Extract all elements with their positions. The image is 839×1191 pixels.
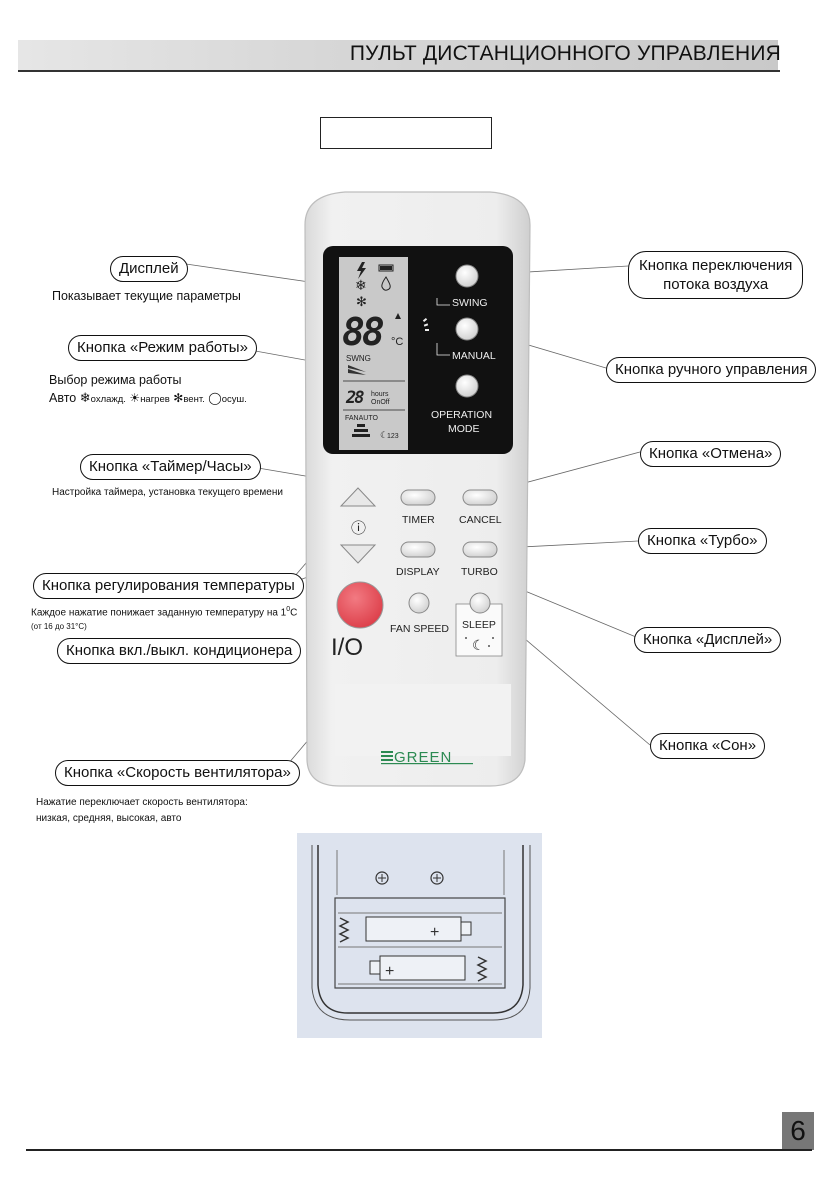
- callout-turbo: Кнопка «Турбо»: [638, 528, 767, 554]
- sleep-star-dots: [465, 637, 494, 647]
- mode-heat-text: нагрев: [140, 394, 170, 405]
- lcd-temp-unit: °C: [391, 336, 403, 348]
- battery-icon: [378, 264, 394, 272]
- temp-desc-unit: С: [290, 607, 298, 619]
- heat-icon: ☀: [129, 391, 141, 405]
- lightning-icon: [357, 262, 366, 279]
- header-band: [18, 40, 778, 70]
- lcd-fanauto-label: FANAUTO: [345, 415, 378, 422]
- mode-button: [455, 374, 479, 398]
- brand-logo: [381, 751, 473, 765]
- power-button-label: I/O: [331, 634, 363, 661]
- sleep-moon-icon: ☾: [472, 637, 485, 653]
- callout-manual: Кнопка ручного управления: [606, 357, 817, 383]
- info-icon: ⓘ: [351, 520, 366, 537]
- callout-fan-speed-desc-2: низкая, средняя, высокая, авто: [36, 813, 182, 824]
- callout-display: Дисплей: [110, 256, 188, 282]
- temp-desc-degree: 0: [286, 606, 291, 613]
- swing-flap-icon: [348, 365, 366, 375]
- timer-button-label: TIMER: [402, 514, 435, 526]
- sleep-button-label: SLEEP: [462, 619, 496, 631]
- screw-icon: [375, 871, 389, 885]
- mode-cool-text: охлажд.: [90, 394, 126, 405]
- display-button-label: DISPLAY: [396, 566, 440, 578]
- callout-temperature-desc: Каждое нажатие понижает заданную темпера…: [31, 606, 297, 618]
- mode-fan-text: вент.: [183, 394, 205, 405]
- temp-up-button: [339, 487, 377, 507]
- callout-timer-desc: Настройка таймера, установка текущего вр…: [52, 487, 283, 498]
- page-number: 6: [782, 1112, 814, 1150]
- manual-button-label: MANUAL: [452, 350, 496, 362]
- battery-upper: [365, 916, 462, 942]
- callout-temperature: Кнопка регулирования температуры: [33, 573, 304, 599]
- callout-temperature-range: (от 16 до 31°С): [31, 622, 87, 631]
- svg-text:+: +: [385, 963, 394, 980]
- dry-icon: ◯: [208, 391, 222, 405]
- fan-level-icon: [352, 424, 370, 437]
- callout-mode: Кнопка «Режим работы»: [68, 335, 257, 361]
- up-triangle-icon: [395, 313, 401, 319]
- callout-sleep: Кнопка «Сон»: [650, 733, 766, 759]
- lcd-onoff-label: OnOff: [371, 399, 390, 406]
- callout-timer: Кнопка «Таймер/Часы»: [80, 454, 261, 480]
- fan-speed-button-label: FAN SPEED: [390, 623, 449, 635]
- svg-text:+: +: [430, 924, 439, 941]
- callout-cancel: Кнопка «Отмена»: [640, 441, 782, 467]
- brand-name: GREEN: [394, 749, 452, 766]
- callout-display-desc: Показывает текущие параметры: [52, 289, 241, 303]
- cancel-button: [462, 489, 498, 506]
- operation-label: OPERATION: [431, 409, 492, 421]
- drop-icon: [381, 276, 391, 291]
- callout-fan-speed-desc-1: Нажатие переключает скорость вентилятора…: [36, 797, 248, 808]
- turbo-button-label: TURBO: [461, 566, 498, 578]
- sleep-button: [469, 592, 491, 614]
- header-rule: [18, 70, 780, 72]
- mode-dry-text: осуш.: [221, 394, 247, 405]
- turbo-button: [462, 541, 498, 558]
- mode-auto-text: Авто: [49, 391, 77, 405]
- callout-swing-line2: потока воздуха: [663, 276, 769, 293]
- callout-mode-desc: Выбор режима работы: [49, 373, 182, 387]
- lcd-hours-label: hours: [371, 391, 389, 398]
- screw-icon: [430, 871, 444, 885]
- temp-desc-text: Каждое нажатие понижает заданную темпера…: [31, 607, 287, 619]
- callout-fan-speed: Кнопка «Скорость вентилятора»: [55, 760, 300, 786]
- callout-display-button: Кнопка «Дисплей»: [634, 627, 782, 653]
- cancel-button-label: CANCEL: [459, 514, 502, 526]
- lcd-sleep-numbers: 123: [387, 433, 399, 440]
- battery-lower: [379, 955, 466, 981]
- swing-button-label: SWING: [452, 297, 488, 309]
- lcd-screen: [339, 257, 408, 450]
- callout-mode-desc-modes: Авто ❄охлажд. ☀нагрев ✻вент. ◯осуш.: [49, 390, 247, 406]
- temp-down-button: [339, 544, 377, 564]
- manual-button: [455, 317, 479, 341]
- callout-power: Кнопка вкл./выкл. кондиционера: [57, 638, 302, 664]
- fan-icon: ✻: [356, 294, 367, 309]
- lcd-temp-digits: 88: [342, 310, 384, 354]
- page-title: ПУЛЬТ ДИСТАНЦИОННОГО УПРАВЛЕНИЯ: [349, 42, 781, 65]
- mode-label: MODE: [448, 423, 480, 435]
- display-button: [400, 541, 436, 558]
- lcd-icons: ❄ ✻: [355, 262, 401, 319]
- lcd-swing-label: SWNG: [346, 354, 371, 363]
- callout-swing: Кнопка переключения потока воздуха: [628, 251, 804, 299]
- lcd-sleep-moon-icon: ☾: [380, 430, 388, 440]
- fan-mode-icon: ✻: [173, 391, 184, 405]
- swing-button: [455, 264, 479, 288]
- battery-compartment-illustration: + +: [297, 833, 542, 1038]
- swing-rays-icon: [422, 317, 429, 331]
- cool-icon: ❄: [79, 390, 91, 405]
- snowflake-icon: ❄: [355, 277, 367, 293]
- callout-swing-line1: Кнопка переключения: [639, 257, 793, 274]
- power-button: [336, 581, 384, 629]
- footer-rule: [26, 1149, 812, 1151]
- model-name-box: [320, 117, 492, 149]
- lcd-timer-digits: 28: [345, 388, 364, 408]
- timer-button: [400, 489, 436, 506]
- fan-speed-button: [408, 592, 430, 614]
